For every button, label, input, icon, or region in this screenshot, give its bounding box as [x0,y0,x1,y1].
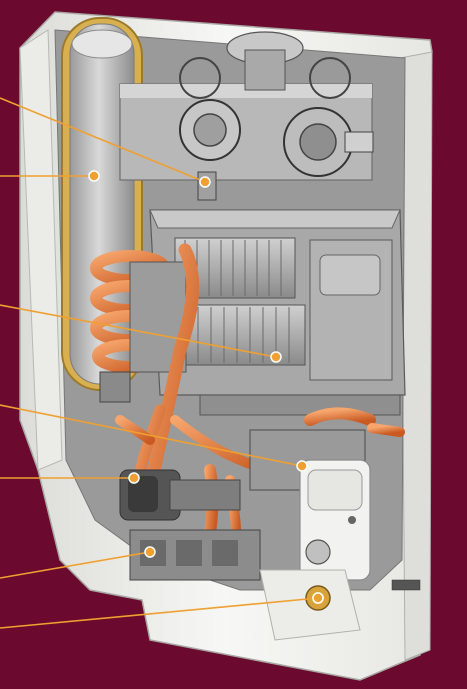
callout-line-pressure-gauge [0,597,319,629]
callout-dot-fan-unit [199,176,211,188]
callout-dot-valve-block [144,546,156,558]
callout-dot-pressure-gauge [312,592,324,604]
callout-dot-burner [296,460,308,472]
callout-line-burner [0,404,303,467]
callout-line-heat-exchanger [0,304,277,358]
callout-dot-storage-tank [88,170,100,182]
callout-line-valve-block [0,551,151,579]
badge-plate [391,579,421,591]
callout-dot-heat-exchanger [270,351,282,363]
callout-lines [0,97,319,629]
copper-coil [90,250,187,403]
callout-line-fan-unit [0,97,206,183]
burner-control-box [249,429,371,581]
callout-dots [88,170,324,604]
callout-dot-pump [128,472,140,484]
heat-exchanger [149,209,406,416]
